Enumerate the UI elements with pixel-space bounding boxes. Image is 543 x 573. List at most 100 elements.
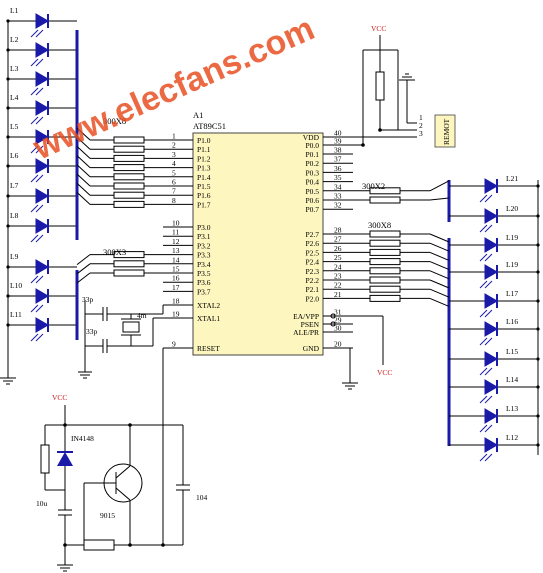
resistor bbox=[369, 230, 401, 238]
led: L3 bbox=[10, 64, 49, 96]
led-label: L14 bbox=[506, 375, 518, 384]
led-label: L9 bbox=[10, 252, 19, 261]
pin-name: P1.1 bbox=[197, 145, 211, 154]
pin-name: P0.4 bbox=[305, 178, 319, 187]
led-label: L19 bbox=[506, 260, 518, 269]
connector-remot bbox=[434, 114, 456, 148]
pin-name: PSEN bbox=[301, 320, 320, 329]
pin-number: 11 bbox=[172, 228, 179, 237]
vcc-pullup bbox=[323, 35, 417, 147]
resistor bbox=[369, 276, 401, 284]
pin-name: P1.0 bbox=[197, 136, 211, 145]
led: L1 bbox=[10, 6, 49, 38]
resistor bbox=[369, 196, 401, 204]
led: L14 bbox=[479, 375, 518, 404]
pin-number: 25 bbox=[334, 253, 342, 262]
label-300x8-right: 300X8 bbox=[368, 220, 391, 230]
resistor bbox=[369, 258, 401, 266]
crystal-freq: 4m bbox=[137, 311, 147, 320]
pin-number: 34 bbox=[334, 182, 342, 191]
connector-pin-1: 1 bbox=[419, 113, 423, 122]
chip-pin-left: 1 P1.0 bbox=[163, 132, 211, 145]
resistor bbox=[369, 267, 401, 275]
pin-name: P0.3 bbox=[305, 168, 319, 177]
pin-number: 30 bbox=[334, 324, 342, 333]
pin-number: 6 bbox=[172, 178, 176, 187]
cap-10u: 10u bbox=[36, 499, 48, 508]
connector-pin-3: 3 bbox=[419, 129, 423, 138]
pin-name: P2.1 bbox=[305, 285, 319, 294]
resistor bbox=[113, 173, 145, 181]
pin-number: 24 bbox=[334, 262, 342, 271]
led: L7 bbox=[10, 181, 49, 213]
pin-name: P1.3 bbox=[197, 164, 211, 173]
pin-number: 28 bbox=[334, 226, 342, 235]
pin-number: 1 bbox=[172, 132, 176, 141]
led: L5 bbox=[10, 122, 49, 154]
led: L15 bbox=[479, 347, 518, 376]
pin-number: 27 bbox=[334, 235, 342, 244]
pin-number: 21 bbox=[334, 290, 342, 299]
pin-number: 38 bbox=[334, 146, 342, 155]
pin-name: P3.2 bbox=[197, 241, 211, 250]
pin-number: 16 bbox=[172, 274, 180, 283]
pin-name: GND bbox=[303, 344, 320, 353]
led: L13 bbox=[479, 404, 518, 433]
pin-number: 12 bbox=[172, 237, 180, 246]
led: L4 bbox=[10, 93, 49, 125]
led-label: L13 bbox=[506, 404, 518, 413]
pin-name: P0.7 bbox=[305, 205, 319, 214]
vcc-top: VCC bbox=[371, 24, 386, 33]
transistor-label: 9015 bbox=[100, 511, 115, 520]
chip-pin-right: 38 P0.1 bbox=[305, 146, 353, 159]
led-label: L21 bbox=[506, 174, 518, 183]
pin-name: P3.3 bbox=[197, 251, 211, 260]
chip-pin-right: 22 P2.1 bbox=[305, 281, 353, 294]
right-fan-lines bbox=[353, 180, 450, 307]
led-label: L6 bbox=[10, 151, 19, 160]
led-label: L15 bbox=[506, 347, 518, 356]
led: L20 bbox=[479, 204, 518, 233]
pin-number: 39 bbox=[334, 137, 342, 146]
led-label: L16 bbox=[506, 317, 518, 326]
pin-number: 13 bbox=[172, 246, 180, 255]
pin-name: P0.1 bbox=[305, 150, 319, 159]
label-300x2: 300X2 bbox=[362, 181, 385, 191]
label-300x8-left: 300X8 bbox=[103, 116, 126, 126]
ground-left bbox=[0, 372, 16, 385]
pin-number: 14 bbox=[172, 255, 180, 264]
left-fan-lines bbox=[76, 127, 163, 284]
led: L6 bbox=[10, 151, 49, 183]
chip-pin-left: 12 P3.2 bbox=[163, 237, 211, 250]
pin-number: 18 bbox=[172, 297, 180, 306]
pin-number: 20 bbox=[334, 340, 342, 349]
pin-number: 22 bbox=[334, 281, 342, 290]
pin-number: 23 bbox=[334, 272, 342, 281]
pin-number: 17 bbox=[172, 283, 180, 292]
crystal-circuit bbox=[78, 300, 193, 379]
pin-name: XTAL2 bbox=[197, 301, 220, 310]
pin-name: P2.4 bbox=[305, 258, 319, 267]
led-label: L7 bbox=[10, 181, 19, 190]
